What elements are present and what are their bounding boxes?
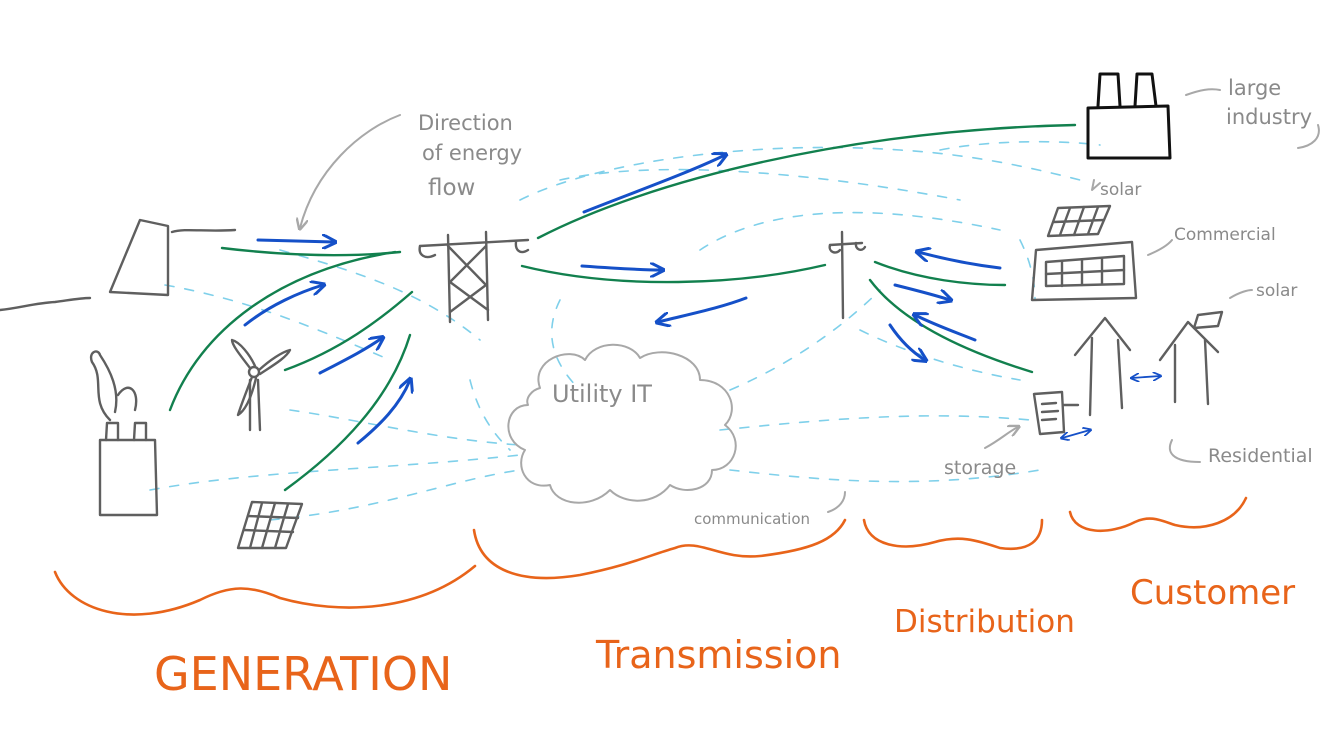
wind-turbine-icon <box>230 338 292 432</box>
storage-battery-icon <box>1032 390 1080 436</box>
solar-farm-icon <box>236 500 304 550</box>
communication-network <box>149 140 1101 521</box>
residential-label: Residential <box>1208 445 1313 467</box>
direction-label-line1: Direction <box>418 111 513 135</box>
distribution-title: Distribution <box>894 604 1075 640</box>
generation-brace <box>53 564 477 616</box>
distribution-pole-icon <box>828 230 867 320</box>
hydro-dam-icon <box>0 218 237 312</box>
commercial-building-icon <box>1030 240 1138 302</box>
large-industry-label-line1: large <box>1228 76 1281 100</box>
utility-it-cloud: Utility IT <box>507 343 737 504</box>
commercial-solar-icon <box>1046 204 1112 238</box>
residential-house-icon <box>1073 316 1220 417</box>
customer-brace <box>1068 496 1248 533</box>
large-industry-icon <box>1086 72 1172 160</box>
section-braces <box>53 496 1248 616</box>
customer-title: Customer <box>1130 573 1295 613</box>
residential-solar-icon <box>1192 310 1224 330</box>
storage-label: storage <box>944 457 1016 479</box>
direction-label-line3: flow <box>428 175 475 201</box>
generation-title: GENERATION <box>154 647 452 701</box>
section-titles: GENERATION Transmission Distribution Cus… <box>154 573 1295 701</box>
customer-labels: large industry solar Commercial solar Re… <box>694 76 1320 528</box>
bidirectional-arrows <box>1062 376 1160 438</box>
commercial-label: Commercial <box>1174 225 1276 245</box>
thermal-plant-icon <box>89 350 159 517</box>
communication-label: communication <box>694 510 810 528</box>
transmission-tower-icon <box>418 230 530 324</box>
utility-it-label: Utility IT <box>552 380 652 408</box>
large-industry-label-line2: industry <box>1226 105 1312 129</box>
commercial-solar-label: solar <box>1100 180 1141 200</box>
energy-arrows <box>243 155 1002 445</box>
distribution-brace <box>862 518 1044 551</box>
direction-label-line2: of energy <box>422 141 522 165</box>
transmission-brace <box>472 518 847 580</box>
transmission-title: Transmission <box>595 633 841 677</box>
power-lines <box>168 123 1077 492</box>
direction-annotation: Direction of energy flow <box>300 111 522 228</box>
residential-solar-label: solar <box>1256 281 1297 301</box>
